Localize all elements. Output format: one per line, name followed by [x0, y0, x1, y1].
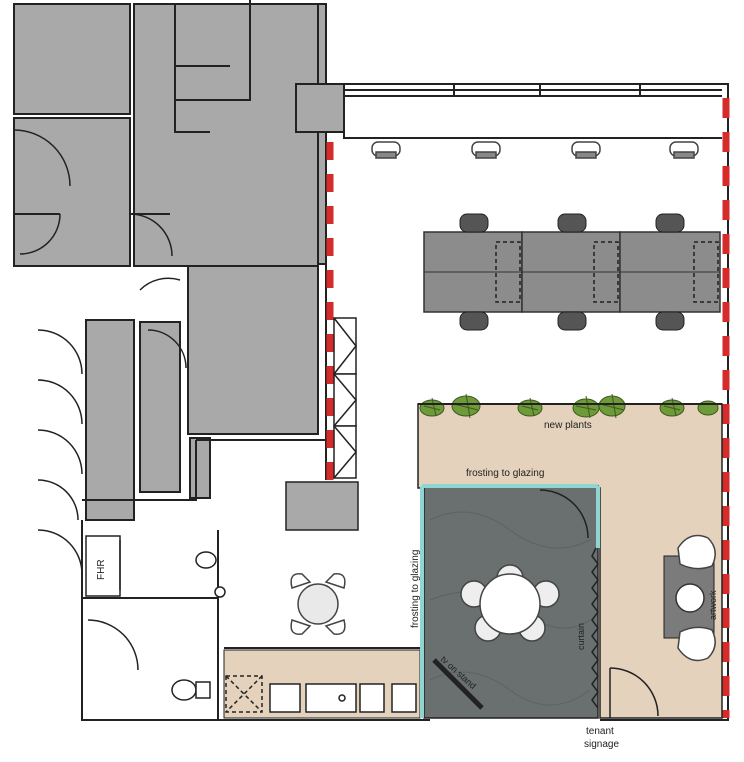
grey-room-b — [13, 117, 131, 267]
curtain-line — [591, 547, 599, 709]
desk-chair-bottom-3 — [655, 311, 685, 331]
column-mid — [285, 481, 359, 531]
desk-chair-bottom-2 — [557, 311, 587, 331]
meeting-table-set — [460, 564, 560, 642]
desk-block-2 — [521, 231, 621, 313]
top-chairs — [371, 141, 699, 159]
counter-set — [290, 573, 346, 635]
desk-block-1 — [423, 231, 523, 313]
armchair-1 — [677, 534, 716, 570]
label-frosting-side: frosting to glazing — [410, 550, 421, 628]
grey-room-d — [187, 265, 319, 435]
plant-3 — [517, 397, 543, 417]
desk-block-3 — [619, 231, 721, 313]
appliance-2 — [359, 683, 385, 713]
appliance-1 — [269, 683, 301, 713]
desk-chair-top-2 — [557, 213, 587, 233]
kitchen-sink — [305, 683, 357, 713]
fhr-box — [85, 535, 121, 597]
grey-room-g — [189, 437, 211, 499]
label-new-plants: new plants — [544, 420, 592, 431]
label-frosting-top: frosting to glazing — [466, 468, 544, 479]
plant-5 — [598, 393, 626, 419]
chair-top-4 — [669, 141, 699, 159]
bathroom-fixtures — [85, 535, 226, 701]
counter-table — [297, 583, 339, 625]
plant-6 — [659, 397, 685, 417]
label-signage: signage — [584, 739, 619, 750]
counter-chair-3 — [290, 619, 312, 635]
counter-chair-4 — [324, 619, 346, 635]
label-fhr: FHR — [96, 559, 107, 580]
label-curtain: curtain — [576, 623, 586, 650]
entrance-door-swing — [609, 667, 659, 717]
label-tenant: tenant — [586, 726, 614, 737]
tv-stand — [432, 658, 484, 710]
grey-room-c — [133, 3, 319, 267]
plant-2 — [451, 393, 481, 419]
toilet — [171, 679, 197, 701]
chair-top-1 — [371, 141, 401, 159]
plant-4 — [572, 395, 600, 419]
desk-chair-top-3 — [655, 213, 685, 233]
window-mullions — [344, 84, 722, 96]
drain — [214, 586, 226, 598]
chair-top-3 — [571, 141, 601, 159]
desk-chair-top-1 — [459, 213, 489, 233]
meeting-glazing — [420, 484, 600, 718]
desk-chairs — [459, 213, 685, 331]
door-swings — [13, 129, 187, 671]
wash-basin — [195, 551, 217, 569]
grey-room-e — [85, 319, 135, 521]
main-walls — [81, 83, 729, 721]
chair-top-2 — [471, 141, 501, 159]
grey-room-a — [13, 3, 131, 115]
column-top — [295, 83, 345, 133]
armchair-2 — [677, 626, 716, 662]
appliance-3 — [391, 683, 417, 713]
meeting-door-swing — [539, 489, 589, 539]
label-artwork: artwork — [708, 590, 718, 620]
counter-chair-1 — [290, 573, 312, 589]
grey-corridor — [317, 3, 327, 265]
desk-chair-bottom-1 — [459, 311, 489, 331]
existing-rooms — [13, 3, 345, 521]
counter-chair-2 — [324, 573, 346, 589]
grey-room-f — [139, 321, 181, 493]
desk-blocks — [423, 231, 721, 313]
plant-1 — [419, 397, 445, 417]
coffee-table — [675, 583, 705, 613]
meeting-table — [479, 573, 541, 635]
kitchen-units — [225, 675, 417, 713]
bay-windows — [333, 317, 357, 479]
armchairs — [677, 534, 716, 662]
